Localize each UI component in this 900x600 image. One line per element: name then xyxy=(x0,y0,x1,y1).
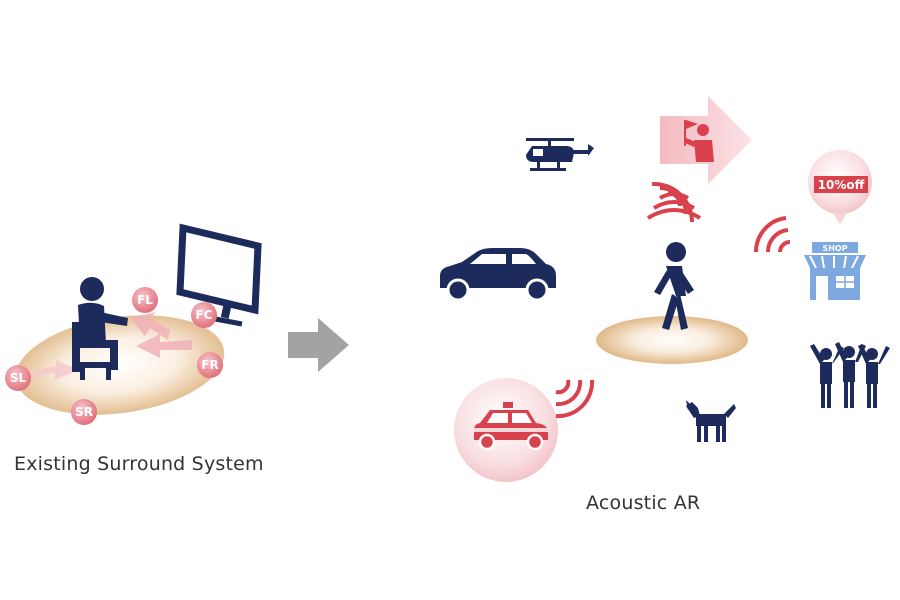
svg-text:FC: FC xyxy=(195,308,212,322)
speaker-fl: FL xyxy=(132,287,158,313)
police-car-bubble xyxy=(454,378,558,482)
shop-icon: SHOP xyxy=(804,242,866,300)
user-floor-disc xyxy=(596,316,748,364)
seated-listener-icon xyxy=(72,277,128,380)
sound-waves-top-arcs xyxy=(646,192,702,220)
svg-text:FR: FR xyxy=(201,358,218,372)
walking-person-icon xyxy=(654,242,694,330)
transition-arrow-icon xyxy=(288,318,349,372)
sound-waves-shop xyxy=(753,216,791,253)
helicopter-icon xyxy=(526,138,594,171)
caption-existing-surround-system: Existing Surround System xyxy=(14,453,264,475)
sound-waves-police xyxy=(555,379,595,419)
speaker-sr: SR xyxy=(71,399,97,425)
acoustic-ar-illustration: 10%off SHOP xyxy=(440,96,890,482)
car-icon xyxy=(440,248,556,302)
caption-acoustic-ar: Acoustic AR xyxy=(586,492,701,514)
svg-text:SHOP: SHOP xyxy=(822,244,847,253)
speaker-fc: FC xyxy=(191,302,217,328)
dog-icon xyxy=(686,400,736,442)
crowd-icon xyxy=(810,342,890,408)
tv-monitor-icon xyxy=(176,223,262,327)
svg-text:SR: SR xyxy=(75,405,93,419)
svg-text:FL: FL xyxy=(137,293,153,307)
listening-area-floor xyxy=(15,315,225,415)
speaker-sl: SL xyxy=(5,365,31,391)
sound-arrows xyxy=(28,312,192,380)
shop-discount-bubble: 10%off xyxy=(808,150,872,224)
svg-text:10%off: 10%off xyxy=(818,178,865,192)
svg-text:SL: SL xyxy=(10,371,27,385)
surround-system-illustration: FL FC FR SL SR xyxy=(5,223,262,425)
speaker-fr: FR xyxy=(197,352,223,378)
tour-guide-icon xyxy=(684,120,714,162)
police-car-icon xyxy=(474,402,548,451)
tour-guide-arrow xyxy=(660,96,752,184)
